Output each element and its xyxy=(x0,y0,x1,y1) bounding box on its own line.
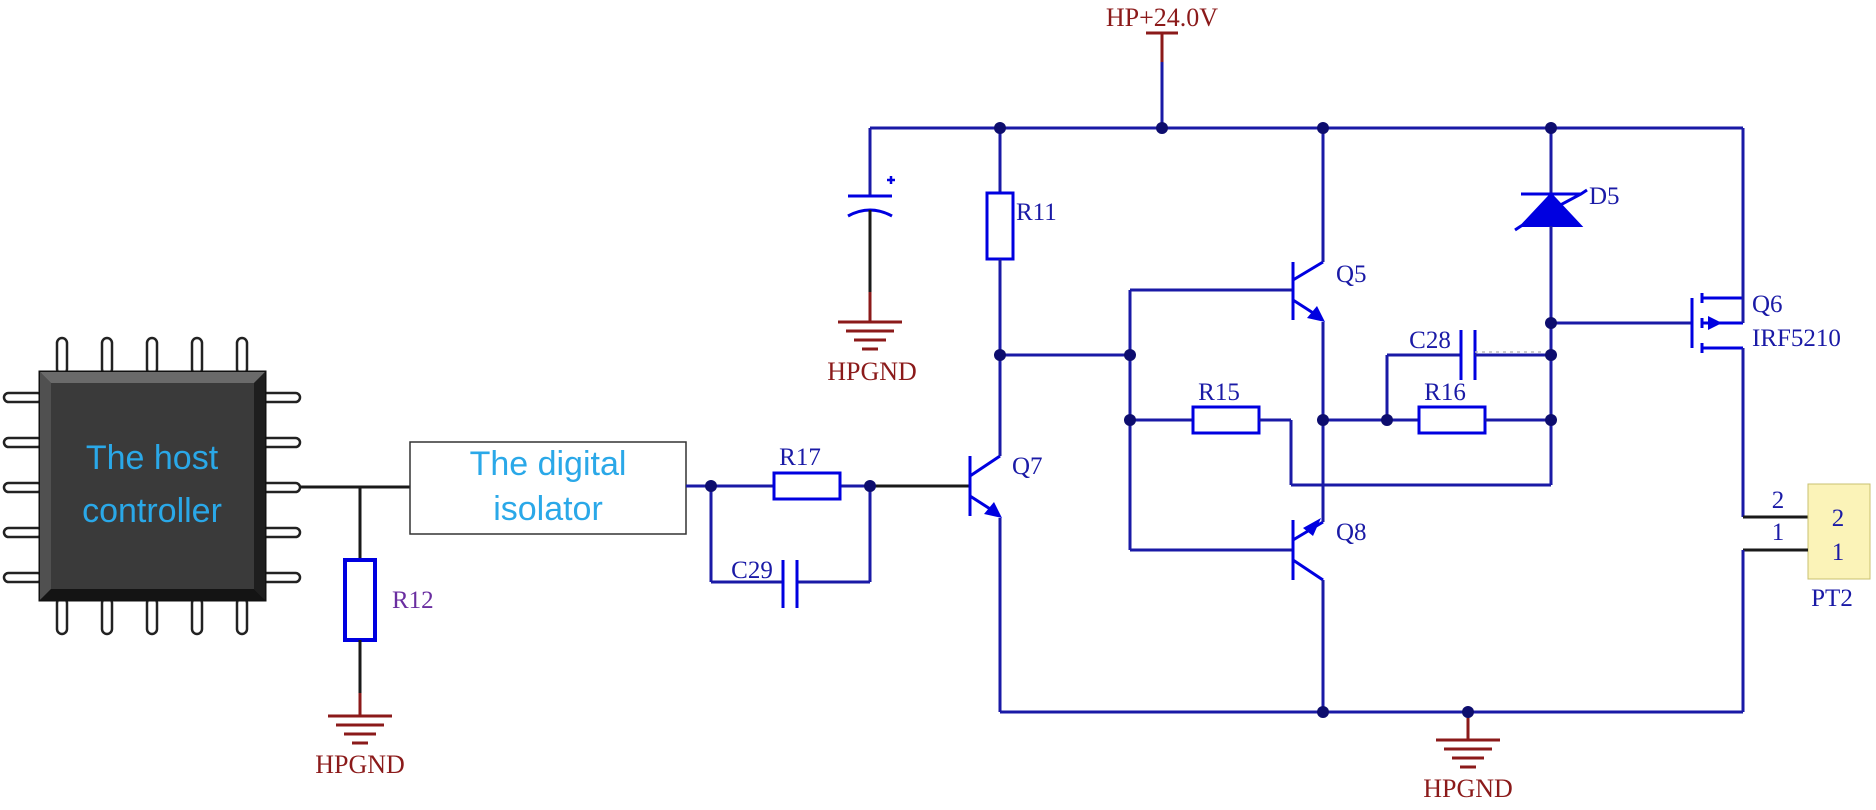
ground-label-left: HPGND xyxy=(315,750,405,779)
resistor-r11: R11 xyxy=(985,191,1057,261)
ground-symbol-capacitor: HPGND xyxy=(827,320,917,386)
digital-isolator-block: The digital isolator xyxy=(409,441,687,535)
supply-label: HP+24.0V xyxy=(1106,3,1218,32)
ground-symbol-main: HPGND xyxy=(1423,738,1513,803)
transistor-q8: Q8 xyxy=(1291,518,1367,582)
pt2-pin2-outer-label: 2 xyxy=(1772,487,1785,514)
r16-label: R16 xyxy=(1424,379,1466,406)
q6-label: Q6 xyxy=(1752,291,1783,318)
pt2-label: PT2 xyxy=(1811,585,1853,612)
pt2-pin1-outer-label: 1 xyxy=(1772,519,1785,546)
ground-label-capacitor: HPGND xyxy=(827,357,917,386)
pt2-pin1-inner-label: 1 xyxy=(1832,539,1845,566)
ground-label-main: HPGND xyxy=(1423,774,1513,803)
q6-part-label: IRF5210 xyxy=(1752,325,1841,352)
host-controller-chip: The host controller xyxy=(2,336,302,636)
supply-symbol: HP+24.0V xyxy=(1106,3,1218,128)
q7-label: Q7 xyxy=(1012,453,1043,480)
electrolytic-capacitor xyxy=(847,128,895,322)
ground-symbol-left: HPGND xyxy=(315,714,405,779)
junction-node xyxy=(864,480,876,492)
pt2-pin2-inner-label: 2 xyxy=(1832,505,1845,532)
junction-nodes xyxy=(994,122,1557,718)
wires-input-network xyxy=(686,484,970,584)
transistor-q7: Q7 xyxy=(968,453,1043,518)
resistor-r15: R15 xyxy=(1191,379,1261,435)
q5-label: Q5 xyxy=(1336,261,1367,288)
c29-label: C29 xyxy=(731,557,773,584)
c28-label: C28 xyxy=(1409,327,1451,354)
capacitor-c28: C28 xyxy=(1409,327,1477,380)
isolator-label-line2: isolator xyxy=(493,490,603,528)
r17-label: R17 xyxy=(779,444,821,471)
transistor-q5: Q5 xyxy=(1291,260,1367,322)
mosfet-q6: Q6 IRF5210 xyxy=(1690,291,1841,353)
capacitor-c29: C29 xyxy=(731,557,799,608)
r15-label: R15 xyxy=(1198,379,1240,406)
zener-diode-d5: D5 xyxy=(1514,183,1620,232)
r12-label: R12 xyxy=(392,587,434,614)
q8-label: Q8 xyxy=(1336,519,1367,546)
isolator-label-line1: The digital xyxy=(470,445,627,483)
resistor-r17: R17 xyxy=(772,444,842,501)
host-controller-label-line1: The host xyxy=(86,439,219,477)
d5-label: D5 xyxy=(1589,183,1620,210)
resistor-r12: R12 xyxy=(343,558,434,642)
host-controller-label-line2: controller xyxy=(82,492,222,530)
junction-node xyxy=(705,480,717,492)
r11-label: R11 xyxy=(1016,199,1057,226)
resistor-r16: R16 xyxy=(1417,379,1487,435)
connector-pt2: 2 1 2 1 PT2 xyxy=(1772,483,1871,612)
